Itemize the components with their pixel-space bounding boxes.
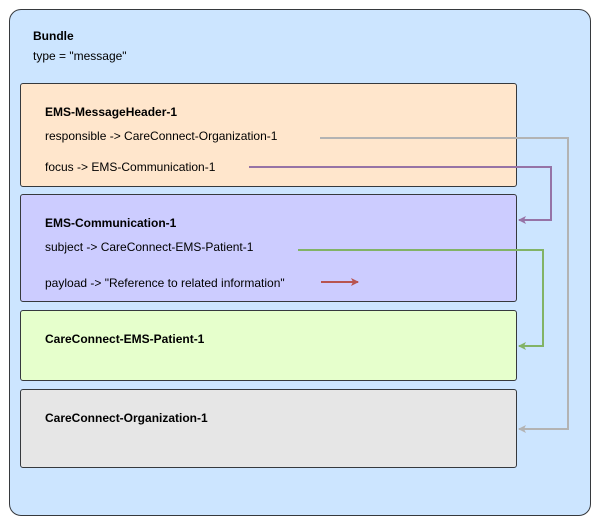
message-header-title: EMS-MessageHeader-1 <box>45 105 178 119</box>
message-header-responsible: responsible -> CareConnect-Organization-… <box>45 129 278 143</box>
bundle-type-label: type = "message" <box>33 49 127 63</box>
subject-arrow <box>298 249 544 350</box>
focus-arrow <box>249 166 552 224</box>
patient-box[interactable] <box>20 310 517 381</box>
communication-subject: subject -> CareConnect-EMS-Patient-1 <box>45 240 254 254</box>
organization-title: CareConnect-Organization-1 <box>45 411 208 425</box>
communication-payload: payload -> "Reference to related informa… <box>45 276 285 290</box>
patient-title: CareConnect-EMS-Patient-1 <box>45 332 205 346</box>
communication-box[interactable] <box>20 194 517 302</box>
message-header-focus: focus -> EMS-Communication-1 <box>45 160 216 174</box>
message-header-box[interactable] <box>20 83 517 187</box>
responsible-arrow <box>320 137 569 433</box>
bundle-title: Bundle <box>33 29 74 43</box>
organization-box[interactable] <box>20 389 517 468</box>
communication-title: EMS-Communication-1 <box>45 216 177 230</box>
